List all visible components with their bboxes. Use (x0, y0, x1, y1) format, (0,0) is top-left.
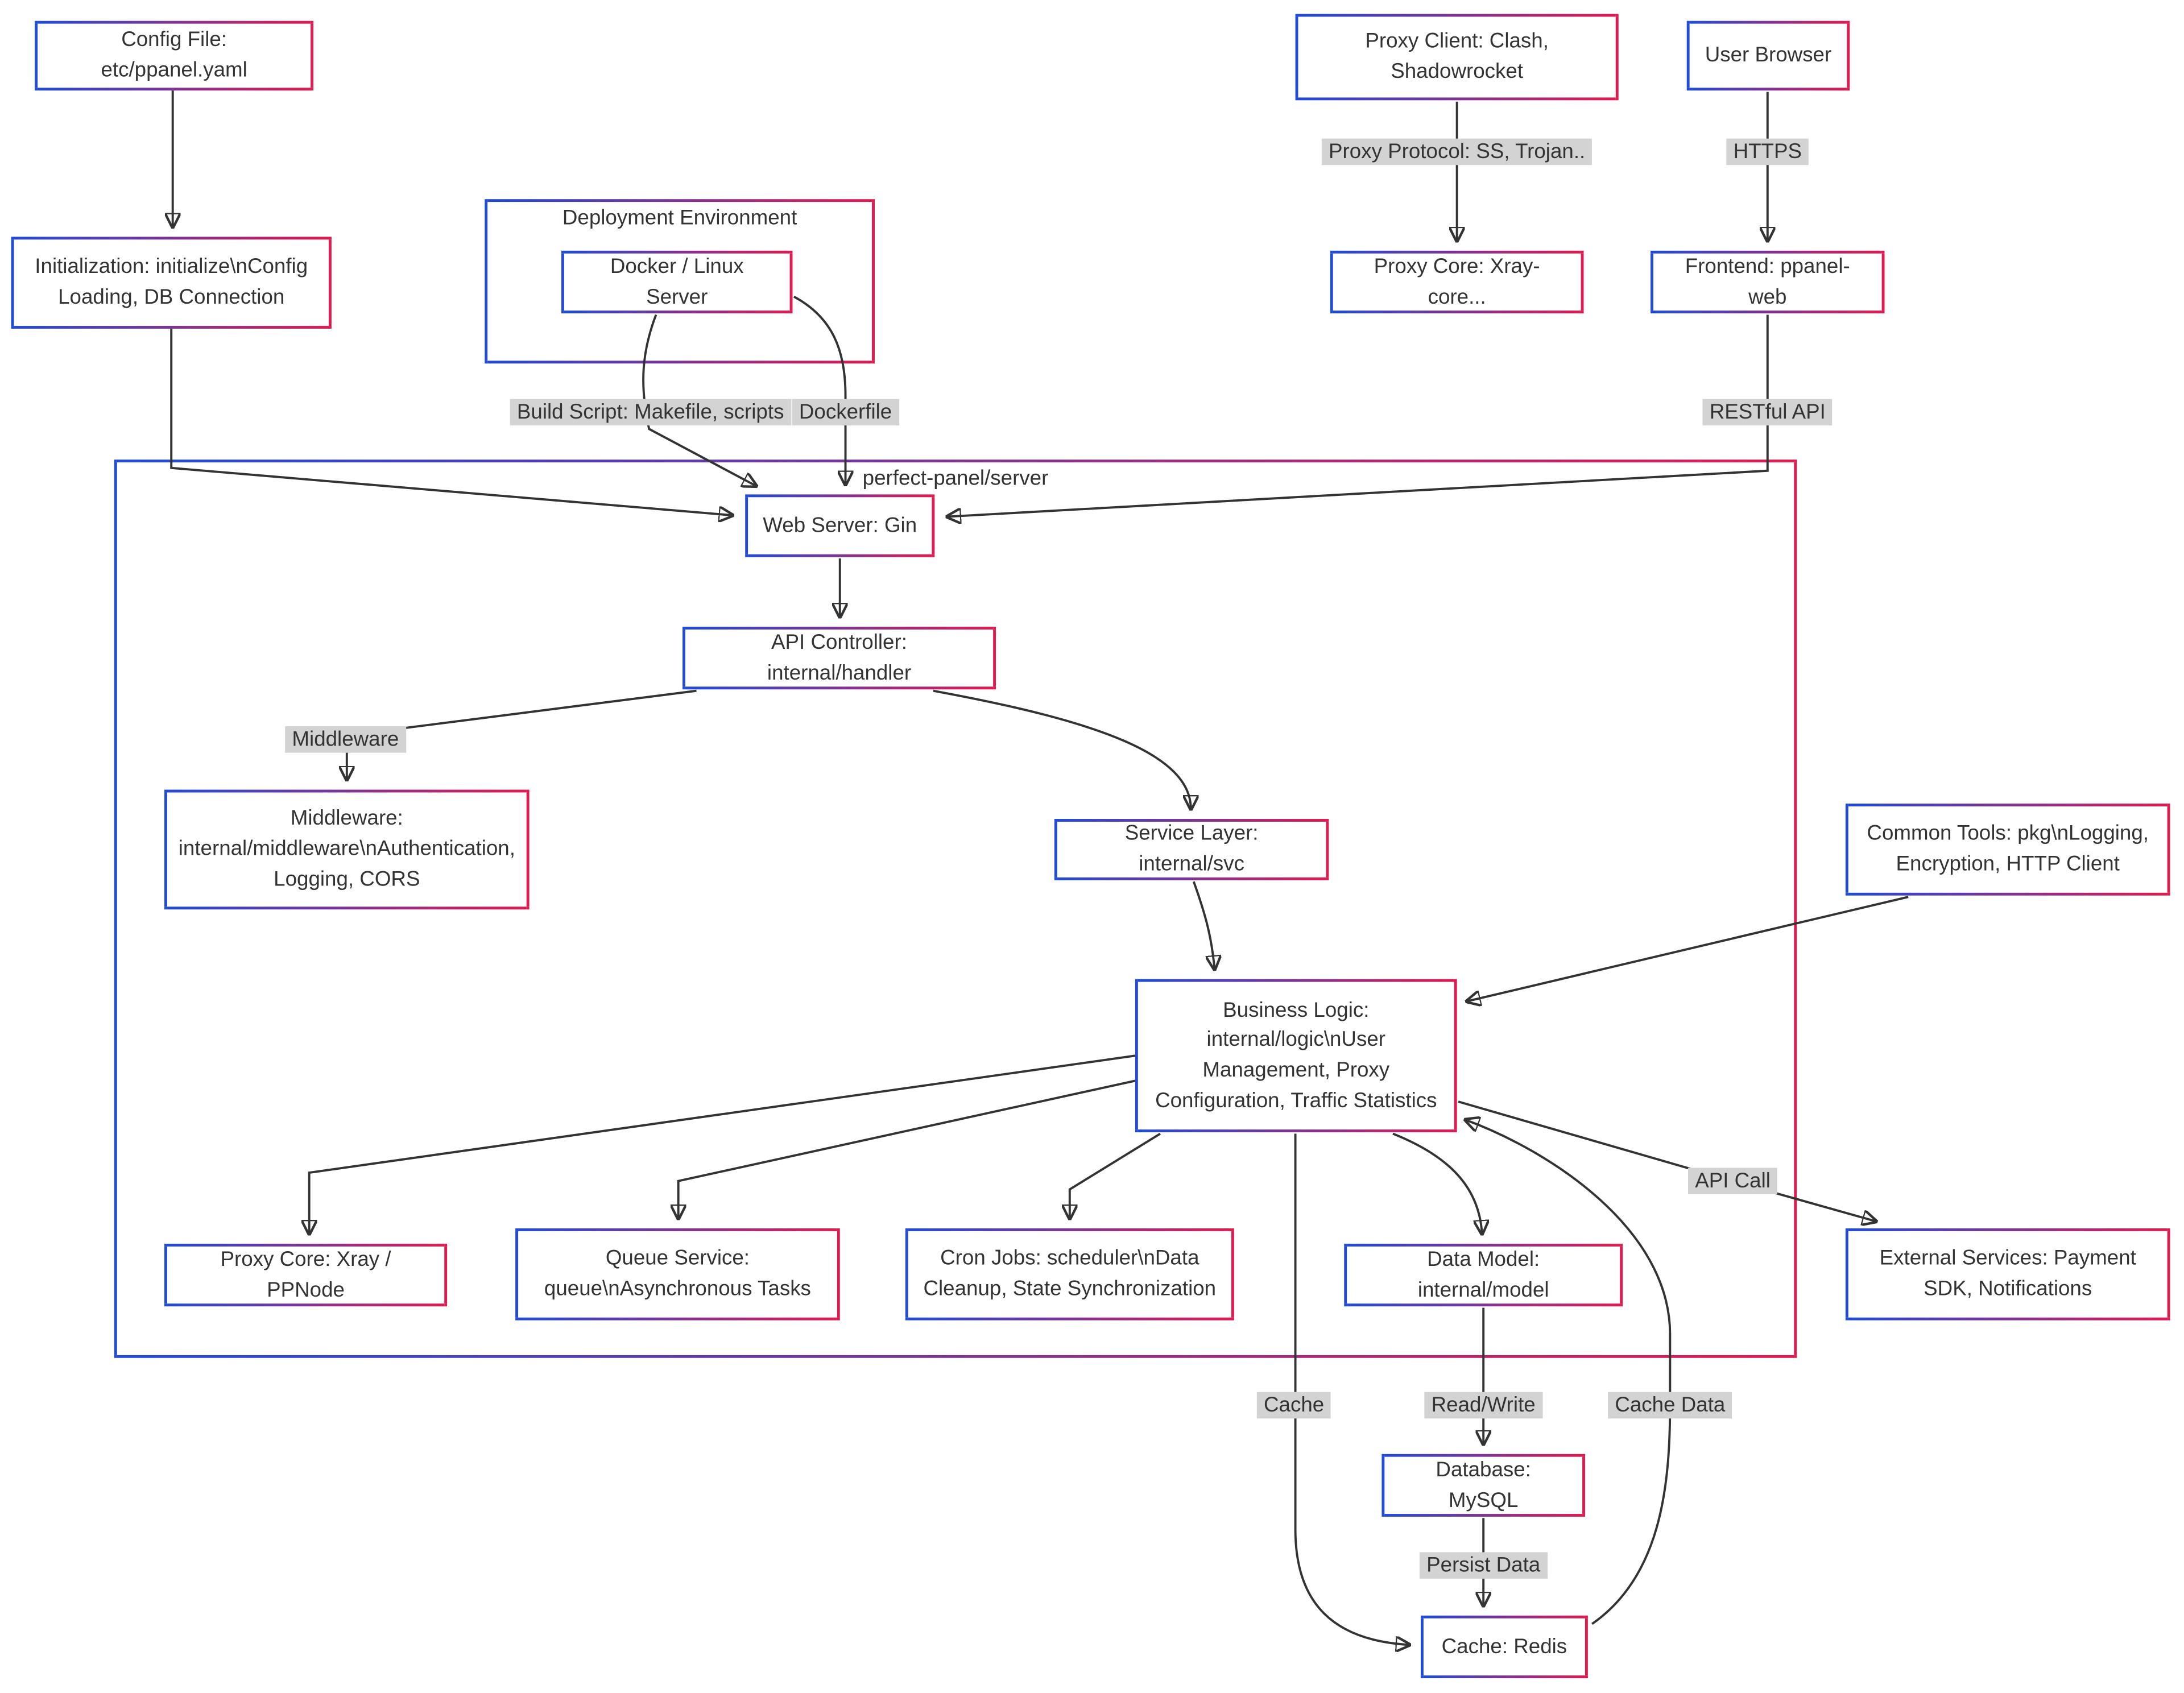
node-service-layer: Service Layer: internal/svc (1054, 819, 1329, 880)
node-user-browser: User Browser (1686, 20, 1850, 91)
node-proxy-core-xray: Proxy Core: Xray-core... (1330, 250, 1584, 314)
edge-commontools-to-businesslogic (1467, 896, 1909, 1001)
edge-label-cache: Cache (1256, 1392, 1331, 1419)
node-proxy-client: Proxy Client: Clash, Shadowrocket (1295, 14, 1619, 101)
edge-label-middleware: Middleware (285, 726, 406, 753)
edge-docker-to-webserver-dockerfile (793, 295, 846, 485)
node-database-mysql: Database: MySQL (1381, 1454, 1585, 1517)
node-proxy-core-ppnode: Proxy Core: Xray / PPNode (164, 1243, 448, 1307)
node-queue-service: Queue Service: queue\nAsynchronous Tasks (515, 1228, 840, 1321)
edge-initialization-to-webserver (170, 328, 733, 515)
edge-label-dockerfile: Dockerfile (792, 399, 899, 426)
edge-businesslogic-to-cronjobs (1070, 1132, 1161, 1218)
node-common-tools: Common Tools: pkg\nLogging, Encryption, … (1845, 804, 2170, 896)
edge-label-cache-data: Cache Data (1608, 1392, 1732, 1419)
node-frontend: Frontend: ppanel-web (1651, 250, 1885, 314)
edge-label-read-write: Read/Write (1424, 1392, 1542, 1419)
node-external-services: External Services: Payment SDK, Notifica… (1845, 1228, 2170, 1321)
edge-label-https: HTTPS (1726, 138, 1809, 165)
edge-businesslogic-to-queueservice (679, 1079, 1136, 1218)
node-docker-linux-server: Docker / Linux Server (561, 250, 793, 314)
node-config-file: Config File: etc/ppanel.yaml (35, 20, 314, 91)
container-deployment-environment-title: Deployment Environment (562, 206, 797, 230)
container-deployment-environment: Deployment Environment (485, 199, 875, 364)
edge-businesslogic-to-redis (1294, 1133, 1410, 1645)
container-perfect-panel-server-title: perfect-panel/server (862, 466, 1049, 491)
edge-label-api-call: API Call (1687, 1168, 1778, 1195)
edge-label-persist-data: Persist Data (1419, 1552, 1548, 1579)
edge-label-restful-api: RESTful API (1702, 399, 1833, 426)
node-business-logic: Business Logic: internal/logic\nUser Man… (1135, 979, 1457, 1133)
node-web-server: Web Server: Gin (745, 494, 935, 557)
edge-redis-to-businesslogic (1465, 1120, 1672, 1625)
node-initialization: Initialization: initialize\nConfig Loadi… (11, 237, 332, 329)
edge-apicontroller-to-servicelayer (933, 689, 1191, 809)
edge-businesslogic-to-proxycorenode (309, 1054, 1136, 1233)
edge-businesslogic-to-externalservices (1458, 1100, 1876, 1222)
edge-label-build-script: Build Script: Makefile, scripts (510, 399, 791, 426)
node-cron-jobs: Cron Jobs: scheduler\nData Cleanup, Stat… (905, 1228, 1234, 1321)
node-middleware: Middleware: internal/middleware\nAuthent… (164, 789, 530, 910)
edge-servicelayer-to-businesslogic (1192, 881, 1215, 969)
node-data-model: Data Model: internal/model (1344, 1243, 1623, 1307)
node-api-controller: API Controller: internal/handler (682, 627, 996, 690)
edge-label-proxy-protocol: Proxy Protocol: SS, Trojan.. (1321, 138, 1592, 165)
node-cache-redis: Cache: Redis (1420, 1615, 1588, 1679)
edge-frontend-to-webserver (947, 314, 1769, 516)
edge-businesslogic-to-datamodel (1392, 1132, 1482, 1233)
